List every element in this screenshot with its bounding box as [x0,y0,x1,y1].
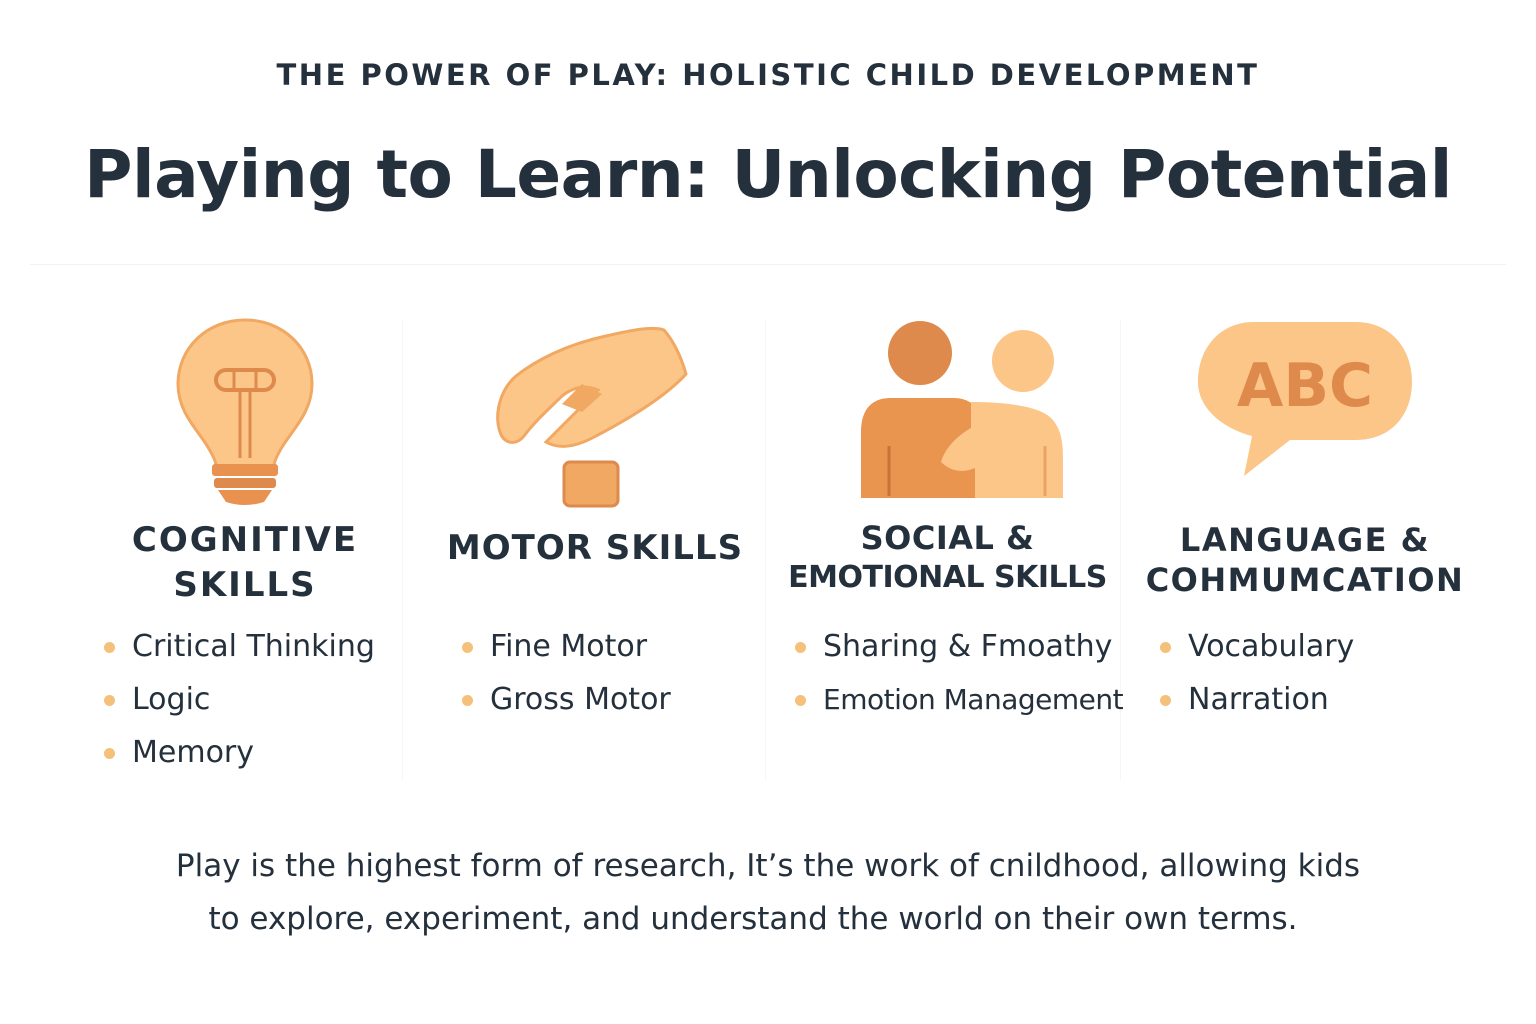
skill-list: Vocabulary Narration [1160,620,1354,726]
heading-line: SKILLS [173,565,317,605]
heading-line: COHMUMCATION [1145,561,1465,599]
two-people-icon [860,321,1063,498]
page-title: Playing to Learn: Unlocking Potential [84,136,1452,213]
list-item: Emotion Management [795,673,1124,726]
hand-block-icon [496,326,688,508]
panel-heading: LANGUAGE & COHMUMCATION [1130,520,1480,600]
heading-line: COGNITIVE [131,520,359,560]
eyebrow-heading: THE POWER OF PLAY: HOLISTIC CHILD DEVELO… [276,58,1260,92]
list-item: Critical Thinking [104,620,375,673]
quote-line: to explore, experiment, and understand t… [208,901,1298,937]
panel-social-emotional-skills: SOCIAL & EMOTIONAL SKILLS Sharing & Fmoa… [775,300,1124,780]
skill-list: Sharing & Fmoathy Emotion Management [795,620,1124,726]
heading-line: LANGUAGE & [1179,521,1431,559]
panel-cognitive-skills: COGNITIVE SKILLS Critical Thinking Logic… [70,300,420,780]
list-item: Sharing & Fmoathy [795,620,1123,673]
abc-text: ABC [1237,351,1373,421]
column-separator [765,320,766,780]
heading-line: MOTOR SKILLS [446,528,744,568]
section-divider [30,264,1506,265]
list-item: Vocabulary [1160,620,1354,673]
list-item: Gross Motor [462,673,671,726]
quote-line: Play is the highest form of research, It… [175,848,1361,884]
lightbulb-icon [176,318,314,505]
panel-language-communication: ABC LANGUAGE & COHMUMCATION Vocabulary N… [1130,300,1480,780]
list-item: Memory [104,726,375,779]
column-separator [1120,320,1121,780]
panel-motor-skills: MOTOR SKILLS Fine Motor Gross Motor [430,300,760,780]
list-item: Narration [1160,673,1354,726]
heading-line: EMOTIONAL SKILLS [788,560,1107,595]
panel-heading: MOTOR SKILLS [430,526,760,571]
panel-heading: SOCIAL & EMOTIONAL SKILLS [775,518,1120,598]
heading-line: SOCIAL & [860,519,1035,557]
skill-list: Fine Motor Gross Motor [462,620,671,726]
list-item: Fine Motor [462,620,671,673]
panel-heading: COGNITIVE SKILLS [70,518,420,608]
skill-list: Critical Thinking Logic Memory [104,620,375,779]
list-item: Logic [104,673,375,726]
speech-bubble-abc-icon: ABC [1198,322,1412,476]
column-separator [402,320,403,780]
quote-text: Play is the highest form of research, It… [0,840,1536,946]
